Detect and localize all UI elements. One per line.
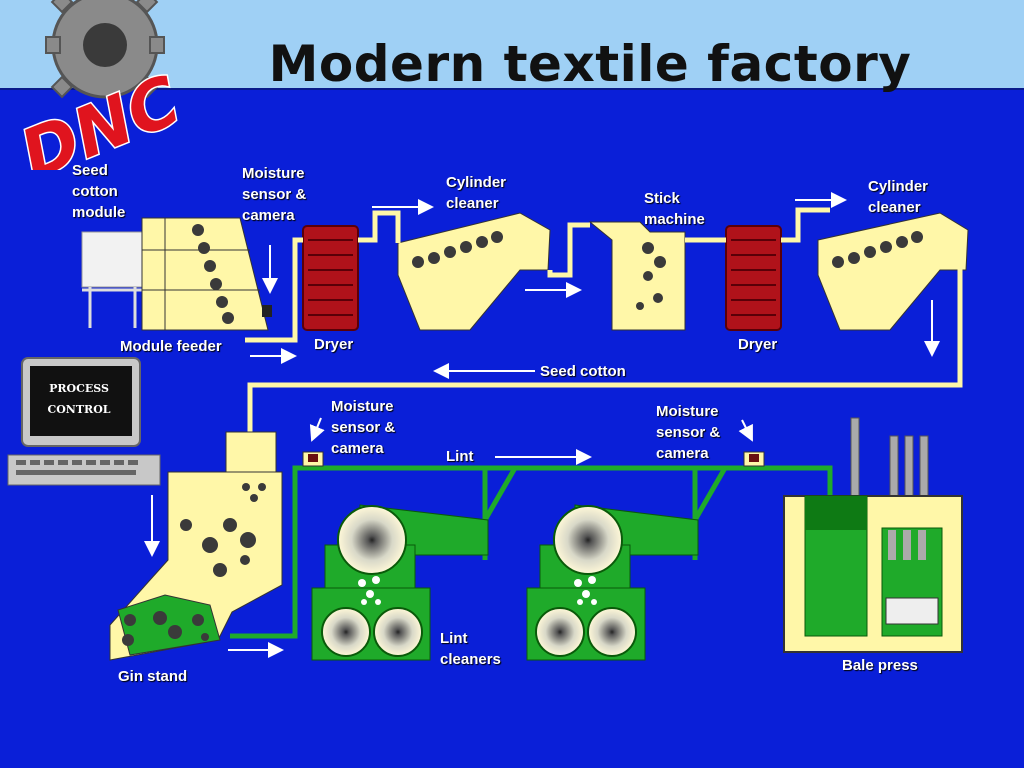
label-module-feeder: Module feeder — [120, 338, 222, 355]
cylinder-cleaner-2 — [817, 212, 969, 331]
label-moisture-sensor-3: Moisture sensor & camera — [656, 403, 721, 462]
module-feeder — [141, 217, 272, 331]
label-dryer-2: Dryer — [738, 336, 778, 353]
label-seed-cotton-module: Seed cotton module — [72, 162, 126, 221]
gear-icon — [45, 0, 165, 99]
gin-stand — [109, 431, 283, 661]
label-cylinder-cleaner-1: Cylinder cleaner — [446, 174, 507, 212]
label-cylinder-cleaner-2: Cylinder cleaner — [868, 178, 929, 216]
label-stick-machine: Stick machine — [644, 190, 705, 228]
seed-cotton-pipe — [245, 207, 963, 435]
label-dryer-1: Dryer — [314, 336, 354, 353]
computer-icon — [7, 357, 161, 486]
sensor-icon — [302, 451, 765, 467]
label-lint-cleaners: Lint cleaners — [440, 630, 501, 668]
header-bar — [0, 0, 1024, 90]
dryer-1 — [302, 225, 359, 331]
lint-cleaner-2 — [526, 504, 699, 661]
process-control-label: PROCESS CONTROL — [47, 382, 111, 416]
stick-machine — [588, 221, 686, 331]
label-gin-stand: Gin stand — [118, 668, 188, 685]
logo: DNC — [9, 0, 193, 170]
page-title: Modern textile factory — [268, 35, 912, 93]
bale-press — [783, 417, 963, 653]
label-moisture-sensor-2: Moisture sensor & camera — [331, 398, 396, 457]
seed-cotton-module — [81, 231, 145, 328]
cylinder-cleaner-1 — [397, 212, 551, 331]
dryer-2 — [725, 225, 782, 331]
label-lint: Lint — [446, 448, 474, 465]
label-moisture-sensor-1: Moisture sensor & camera — [242, 165, 307, 224]
label-seed-cotton: Seed cotton — [540, 363, 626, 380]
label-bale-press: Bale press — [842, 657, 918, 674]
lint-cleaner-1 — [311, 504, 489, 661]
